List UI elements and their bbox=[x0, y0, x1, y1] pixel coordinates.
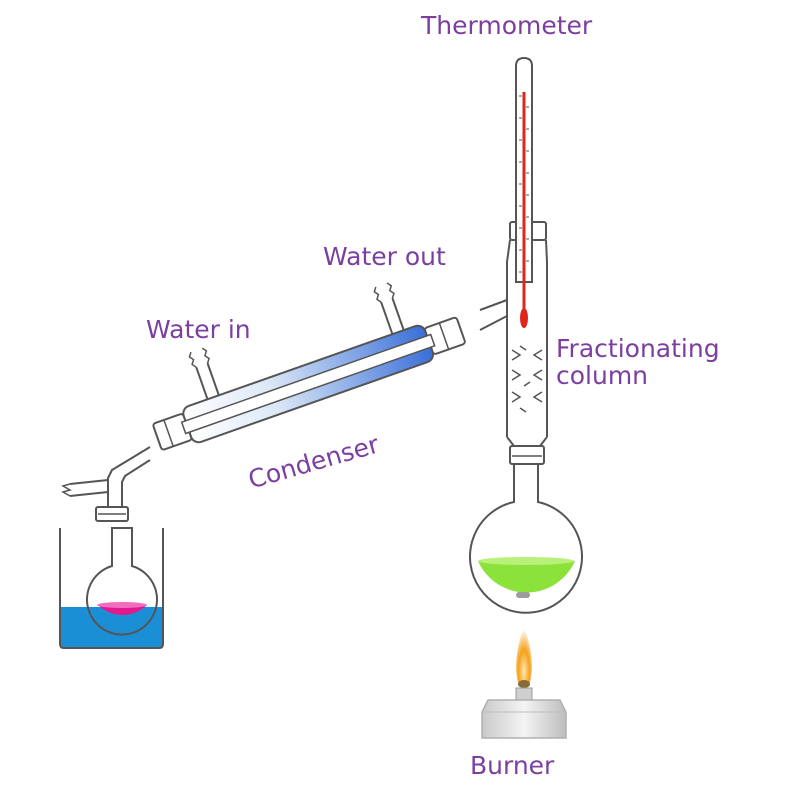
distillation-head bbox=[479, 221, 548, 437]
receiving-flask bbox=[86, 506, 158, 636]
condenser bbox=[152, 282, 466, 451]
ice-bath-water bbox=[60, 607, 163, 647]
receiver-adapter bbox=[61, 446, 151, 508]
burner bbox=[481, 626, 567, 739]
distilling-flask bbox=[469, 445, 583, 614]
water-out-label: Water out bbox=[323, 242, 446, 271]
thermometer-label: Thermometer bbox=[421, 11, 593, 40]
thermometer bbox=[515, 56, 533, 328]
flame bbox=[516, 626, 532, 686]
fractionating-column-label: Fractionating column bbox=[556, 334, 720, 390]
ice-bath-beaker bbox=[59, 528, 164, 649]
water-in-label: Water in bbox=[146, 315, 251, 344]
mixture-liquid bbox=[478, 561, 575, 593]
burner-label: Burner bbox=[470, 751, 555, 780]
fractionating-column bbox=[506, 345, 548, 447]
